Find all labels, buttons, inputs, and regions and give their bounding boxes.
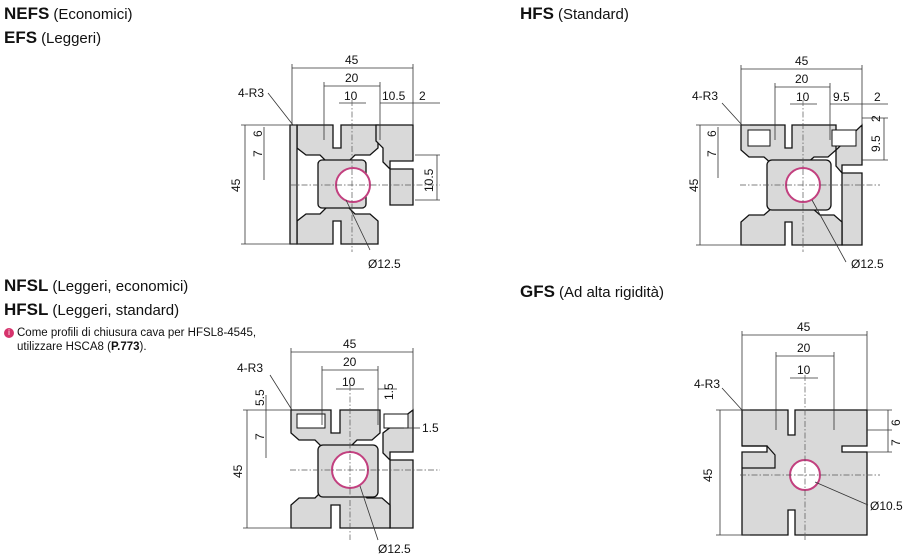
title-code: GFS [520, 282, 555, 301]
dim-side: 10.5 [422, 168, 436, 192]
dim-b: 2 [419, 89, 426, 103]
note-line-2: utilizzare HSCA8 ( [17, 341, 111, 353]
dim-radius: 4-R3 [237, 361, 263, 375]
dim-v2: 7 [251, 150, 265, 157]
title-desc: (Standard) [558, 6, 629, 23]
title-gfs: GFS(Ad alta rigidità) [520, 282, 664, 302]
dim-b: 1.5 [422, 421, 439, 435]
note-line-2-end: ). [139, 341, 147, 353]
dim-a: 1.5 [382, 383, 396, 400]
dim-a: 10.5 [382, 89, 406, 103]
dim-v1: 5.5 [253, 389, 267, 406]
title-code: EFS [4, 28, 38, 47]
dim-width: 45 [343, 337, 357, 351]
title-desc: (Leggeri, standard) [52, 302, 180, 319]
dim-s1: 2 [869, 115, 883, 122]
dim-slot: 20 [345, 71, 359, 85]
dim-bore: Ø12.5 [851, 257, 884, 271]
dim-slot: 20 [343, 355, 357, 369]
title-nfsl: NFSL(Leggeri, economici) [4, 276, 188, 296]
dimension-lines [696, 65, 888, 263]
dim-width: 45 [797, 320, 811, 334]
dim-height: 45 [229, 178, 243, 192]
profile-section [740, 123, 863, 246]
dim-s2: 9.5 [869, 135, 883, 152]
title-code: HFS [520, 4, 554, 23]
title-code: NEFS [4, 4, 50, 23]
title-nefs: NEFS(Economici) [4, 4, 133, 24]
page-reference-link[interactable]: P.773 [110, 341, 140, 353]
profile-section [741, 409, 868, 536]
dim-height: 45 [701, 468, 715, 482]
title-desc: (Economici) [53, 6, 133, 23]
title-desc: (Leggeri, economici) [52, 278, 189, 295]
title-hfs: HFS(Standard) [520, 4, 629, 24]
title-hfsl: HFSL(Leggeri, standard) [4, 300, 179, 320]
profile-section [290, 408, 414, 529]
dim-slot: 20 [795, 72, 809, 86]
dim-v2: 7 [705, 150, 719, 157]
dim-slot: 20 [797, 341, 811, 355]
dimension-lines [716, 331, 892, 540]
title-code: HFSL [4, 300, 49, 319]
note-line-1: Come profili di chiusura cava per HFSL8-… [17, 327, 257, 339]
dim-bore: Ø10.5 [870, 499, 903, 513]
dim-v2: 7 [253, 433, 267, 440]
dim-v1: 6 [705, 130, 719, 137]
dimension-lines [241, 64, 440, 252]
dim-gap: 10 [344, 89, 358, 103]
dim-width: 45 [345, 53, 359, 67]
dim-gap: 10 [797, 363, 811, 377]
dim-height: 45 [687, 178, 701, 192]
profile-section [289, 124, 414, 245]
title-code: NFSL [4, 276, 49, 295]
dim-height: 45 [231, 464, 245, 478]
title-efs: EFS(Leggeri) [4, 28, 101, 48]
dim-gap: 10 [796, 90, 810, 104]
dim-v1: 6 [889, 419, 903, 426]
pin-icon: i [4, 327, 14, 338]
dim-radius: 4-R3 [694, 377, 720, 391]
dim-bore: Ø12.5 [378, 542, 411, 556]
dim-v2: 7 [889, 439, 903, 446]
dim-gap: 10 [342, 375, 356, 389]
dim-a: 9.5 [833, 90, 850, 104]
dim-radius: 4-R3 [238, 86, 264, 100]
dim-radius: 4-R3 [692, 89, 718, 103]
dimension-lines [243, 348, 440, 541]
dim-v1: 6 [251, 130, 265, 137]
title-desc: (Leggeri) [41, 30, 102, 47]
dim-bore: Ø12.5 [368, 257, 401, 271]
dim-b: 2 [874, 90, 881, 104]
title-desc: (Ad alta rigidità) [558, 284, 664, 301]
dim-width: 45 [795, 54, 809, 68]
